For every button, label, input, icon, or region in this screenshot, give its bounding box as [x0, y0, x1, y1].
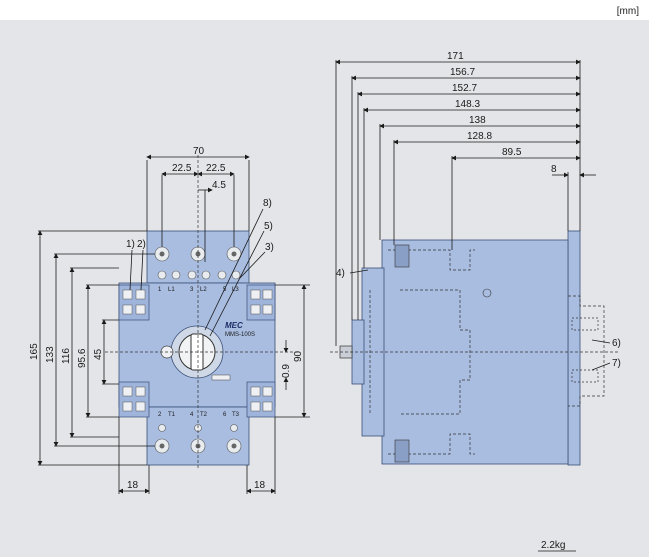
dim-height-95-6: 95.6 — [77, 348, 88, 368]
callout-2: 2) — [137, 239, 146, 250]
side-dim-138: 138 — [469, 115, 486, 126]
side-dim-89-5: 89.5 — [502, 147, 522, 158]
dim-height-165: 165 — [29, 343, 40, 360]
front-dimensions: 70 22.5 22.5 4.5 165 133 116 95.6 45 — [29, 146, 310, 494]
terminal-label-bottom-3: 4 — [190, 412, 194, 418]
terminal-label-bottom-4: T2 — [200, 412, 208, 418]
top-terminals — [154, 246, 242, 280]
terminal-label-bottom-6: T3 — [232, 412, 240, 418]
side-dim-128-8: 128.8 — [467, 131, 492, 142]
dim-0-9: 0.9 — [281, 364, 292, 378]
terminal-label-top-5: 5 — [223, 287, 227, 293]
callout-5: 5) — [264, 221, 273, 232]
model-label: MMS-100S — [225, 332, 255, 338]
side-dim-152-7: 152.7 — [452, 83, 477, 94]
side-rear-plate — [567, 230, 581, 466]
side-dim-171: 171 — [447, 51, 464, 62]
dim-width-18-left: 18 — [127, 480, 139, 491]
dim-width-18-right: 18 — [254, 480, 266, 491]
dim-height-90: 90 — [293, 350, 304, 362]
dim-height-45: 45 — [93, 348, 104, 360]
terminal-label-top-2: L1 — [168, 287, 175, 293]
terminal-label-top-3: 3 — [190, 287, 194, 293]
callout-6: 6) — [612, 338, 621, 349]
side-view — [330, 230, 620, 466]
callout-8: 8) — [263, 198, 272, 209]
callout-3: 3) — [265, 242, 274, 253]
terminal-label-top-1: 1 — [158, 287, 162, 293]
side-dim-156-7: 156.7 — [450, 67, 475, 78]
indicator-window — [211, 374, 231, 381]
callout-4: 4) — [336, 268, 345, 279]
terminal-label-bottom-5: 6 — [223, 412, 227, 418]
front-view: 1 L1 3 L2 5 L3 2 T1 4 T2 6 T3 MEC MMS-10… — [105, 155, 300, 470]
side-dimensions: 171 156.7 152.7 148.3 138 128.8 89.5 8 4… — [335, 51, 621, 371]
weight-label: 2.2kg — [541, 540, 565, 551]
dim-width-70: 70 — [193, 146, 205, 157]
dim-offset-4-5: 4.5 — [212, 180, 226, 191]
side-dim-148-3: 148.3 — [455, 99, 480, 110]
dim-pitch-right: 22.5 — [206, 163, 226, 174]
terminal-label-top-6: L3 — [232, 287, 239, 293]
dim-pitch-left: 22.5 — [172, 163, 192, 174]
callout-7: 7) — [612, 358, 621, 369]
dim-height-116: 116 — [61, 348, 72, 364]
side-dim-8: 8 — [551, 164, 557, 175]
terminal-label-bottom-2: T1 — [168, 412, 176, 418]
brand-logo: MEC — [225, 321, 243, 330]
terminal-label-top-4: L2 — [200, 287, 207, 293]
callout-1: 1) — [126, 239, 135, 250]
unit-label: [mm] — [616, 6, 639, 17]
terminal-label-bottom-1: 2 — [158, 412, 162, 418]
dim-height-133: 133 — [45, 346, 56, 363]
